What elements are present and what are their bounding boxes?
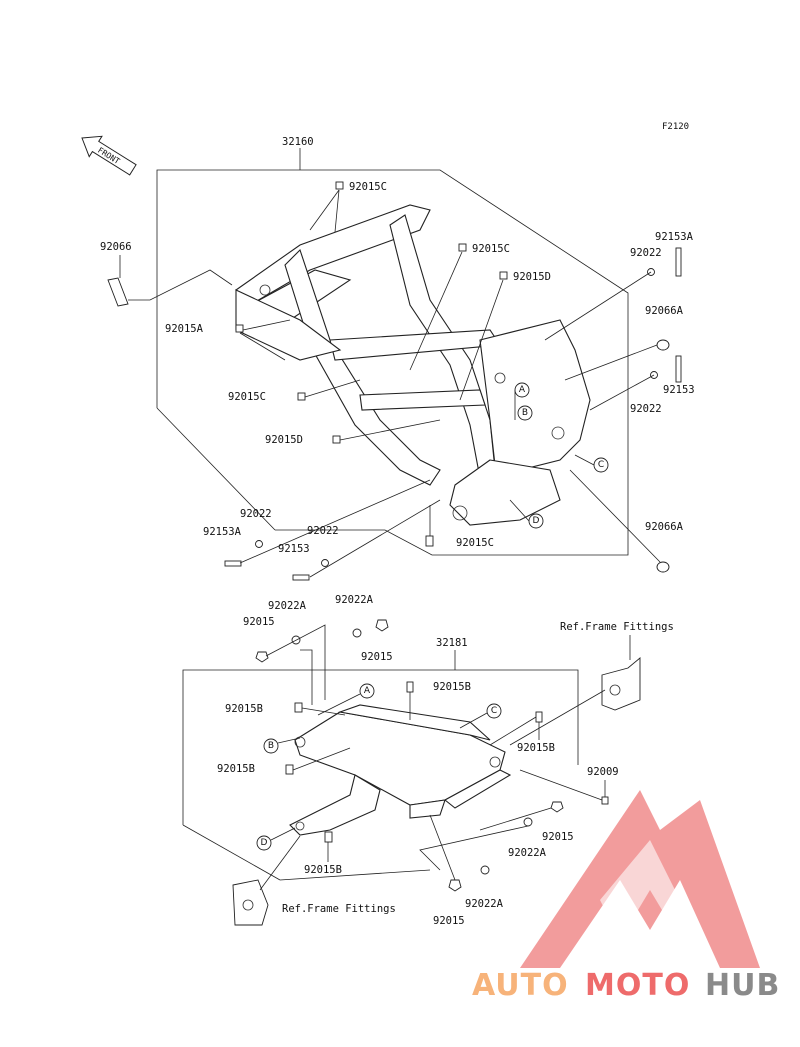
part-92066A-bottom — [656, 561, 670, 573]
label-92015B-right: 92015B — [517, 742, 555, 754]
nut-92015-bottom — [448, 879, 462, 892]
main-frame-bracket — [156, 169, 629, 556]
svg-text:A: A — [519, 385, 526, 395]
svg-text:C: C — [491, 706, 497, 716]
label-92022-right-bot: 92022 — [630, 403, 662, 415]
washer-92022A-right — [523, 817, 533, 827]
nut-92015-top-right — [375, 619, 389, 632]
sub-frame-group: 32181 92022A 92022A 92015 92015 92015B 9… — [182, 594, 674, 927]
ref-frame-fittings-top: Ref.Frame Fittings — [560, 621, 674, 633]
label-92022A-right: 92022A — [508, 847, 547, 859]
label-92153-right: 92153 — [663, 384, 695, 396]
bolt-92153-left — [292, 574, 310, 581]
label-92015D-left: 92015D — [265, 434, 303, 446]
svg-text:D: D — [533, 516, 540, 526]
label-92015B-left: 92015B — [225, 703, 263, 715]
svg-text:D: D — [261, 838, 268, 848]
callout-D-main: D — [509, 499, 544, 529]
bolt-92153-right — [675, 355, 682, 383]
bolt-92153A-left — [224, 560, 242, 567]
bolt-92015D-top — [499, 271, 508, 280]
washer-92022-left — [255, 540, 263, 548]
front-arrow-icon: FRONT — [81, 135, 137, 176]
label-92015B-left2: 92015B — [217, 763, 255, 775]
label-92015B-bottom: 92015B — [304, 864, 342, 876]
label-92015-top-right: 92015 — [361, 651, 393, 663]
label-92153-left: 92153 — [278, 543, 310, 555]
nut-92015-right — [550, 801, 564, 813]
watermark-moto: MOTO — [585, 968, 690, 1003]
main-frame-part-number: 32160 — [282, 136, 314, 148]
washer-92022A-bottom — [480, 865, 490, 875]
figure-code: F2120 — [662, 122, 689, 132]
part-92009 — [601, 796, 609, 805]
washer-92022-left2 — [321, 559, 329, 567]
label-92015C-top: 92015C — [349, 181, 387, 193]
ref-frame-fittings-bottom: Ref.Frame Fittings — [282, 903, 396, 915]
bolt-92015B-left2 — [285, 764, 294, 775]
label-92015-top-left: 92015 — [243, 616, 275, 628]
bolt-92015B-bottom — [324, 831, 333, 843]
sub-frame-drawing — [289, 704, 512, 836]
callout-A-main: A — [514, 382, 530, 420]
svg-text:B: B — [268, 741, 274, 751]
washer-92022A-top-right — [352, 628, 362, 638]
callout-C-sub: C — [459, 703, 502, 729]
label-92015C-left: 92015C — [228, 391, 266, 403]
callout-A-sub: A — [317, 683, 375, 716]
bolt-92015C-left — [297, 392, 306, 401]
label-92022A-top-right: 92022A — [335, 594, 374, 606]
label-92022-left2: 92022 — [307, 525, 339, 537]
watermark-logo-icon — [520, 790, 760, 968]
callout-B-sub: B — [263, 737, 301, 754]
label-92153A-left: 92153A — [203, 526, 242, 538]
label-92015-right: 92015 — [542, 831, 574, 843]
label-92015C-mid: 92015C — [472, 243, 510, 255]
part-92066A-top — [656, 339, 670, 351]
bolt-92015D-left — [332, 435, 341, 444]
bolt-92153A-right — [675, 247, 682, 277]
label-92022-right-top: 92022 — [630, 247, 662, 259]
svg-text:B: B — [522, 408, 528, 418]
label-92015B-top: 92015B — [433, 681, 471, 693]
part-92066 — [107, 277, 129, 307]
callout-D-sub: D — [256, 827, 296, 851]
main-frame-group: 32160 92066 — [100, 136, 695, 581]
label-92015-bottom: 92015 — [433, 915, 465, 927]
watermark-hub: HUB — [705, 968, 780, 1003]
watermark-auto: AUTO — [472, 968, 569, 1003]
bolt-92015C-top — [335, 181, 344, 190]
callout-B-main: B — [517, 405, 533, 421]
label-92015D-top: 92015D — [513, 271, 551, 283]
svg-text:C: C — [598, 460, 604, 470]
label-92022-left: 92022 — [240, 508, 272, 520]
ref-fitting-top-plate — [601, 657, 641, 711]
bolt-92015A — [235, 324, 244, 333]
ref-fitting-bottom-plate — [232, 879, 269, 926]
bolt-92015B-right — [535, 711, 543, 723]
sub-frame-bracket — [182, 669, 579, 825]
label-92009: 92009 — [587, 766, 619, 778]
sub-frame-part-number: 32181 — [436, 637, 468, 649]
callout-C-main: C — [574, 454, 609, 473]
nut-92015-top-left — [255, 651, 269, 663]
label-92015A: 92015A — [165, 323, 204, 335]
bolt-92015C-bottom — [425, 535, 434, 547]
label-92022A-bottom: 92022A — [465, 898, 504, 910]
svg-text:A: A — [364, 686, 371, 696]
main-frame-drawing — [235, 204, 591, 526]
label-92066A-bottom: 92066A — [645, 521, 684, 533]
label-92015C-bottom: 92015C — [456, 537, 494, 549]
label-92022A-top-left: 92022A — [268, 600, 307, 612]
bolt-92015B-top — [406, 681, 414, 693]
bolt-92015C-mid — [458, 243, 467, 252]
label-92066A-top: 92066A — [645, 305, 684, 317]
bolt-92015B-left — [294, 702, 303, 713]
label-92153A-right: 92153A — [655, 231, 694, 243]
watermark-text: AUTO MOTO HUB — [472, 968, 780, 1003]
label-92066: 92066 — [100, 241, 132, 253]
